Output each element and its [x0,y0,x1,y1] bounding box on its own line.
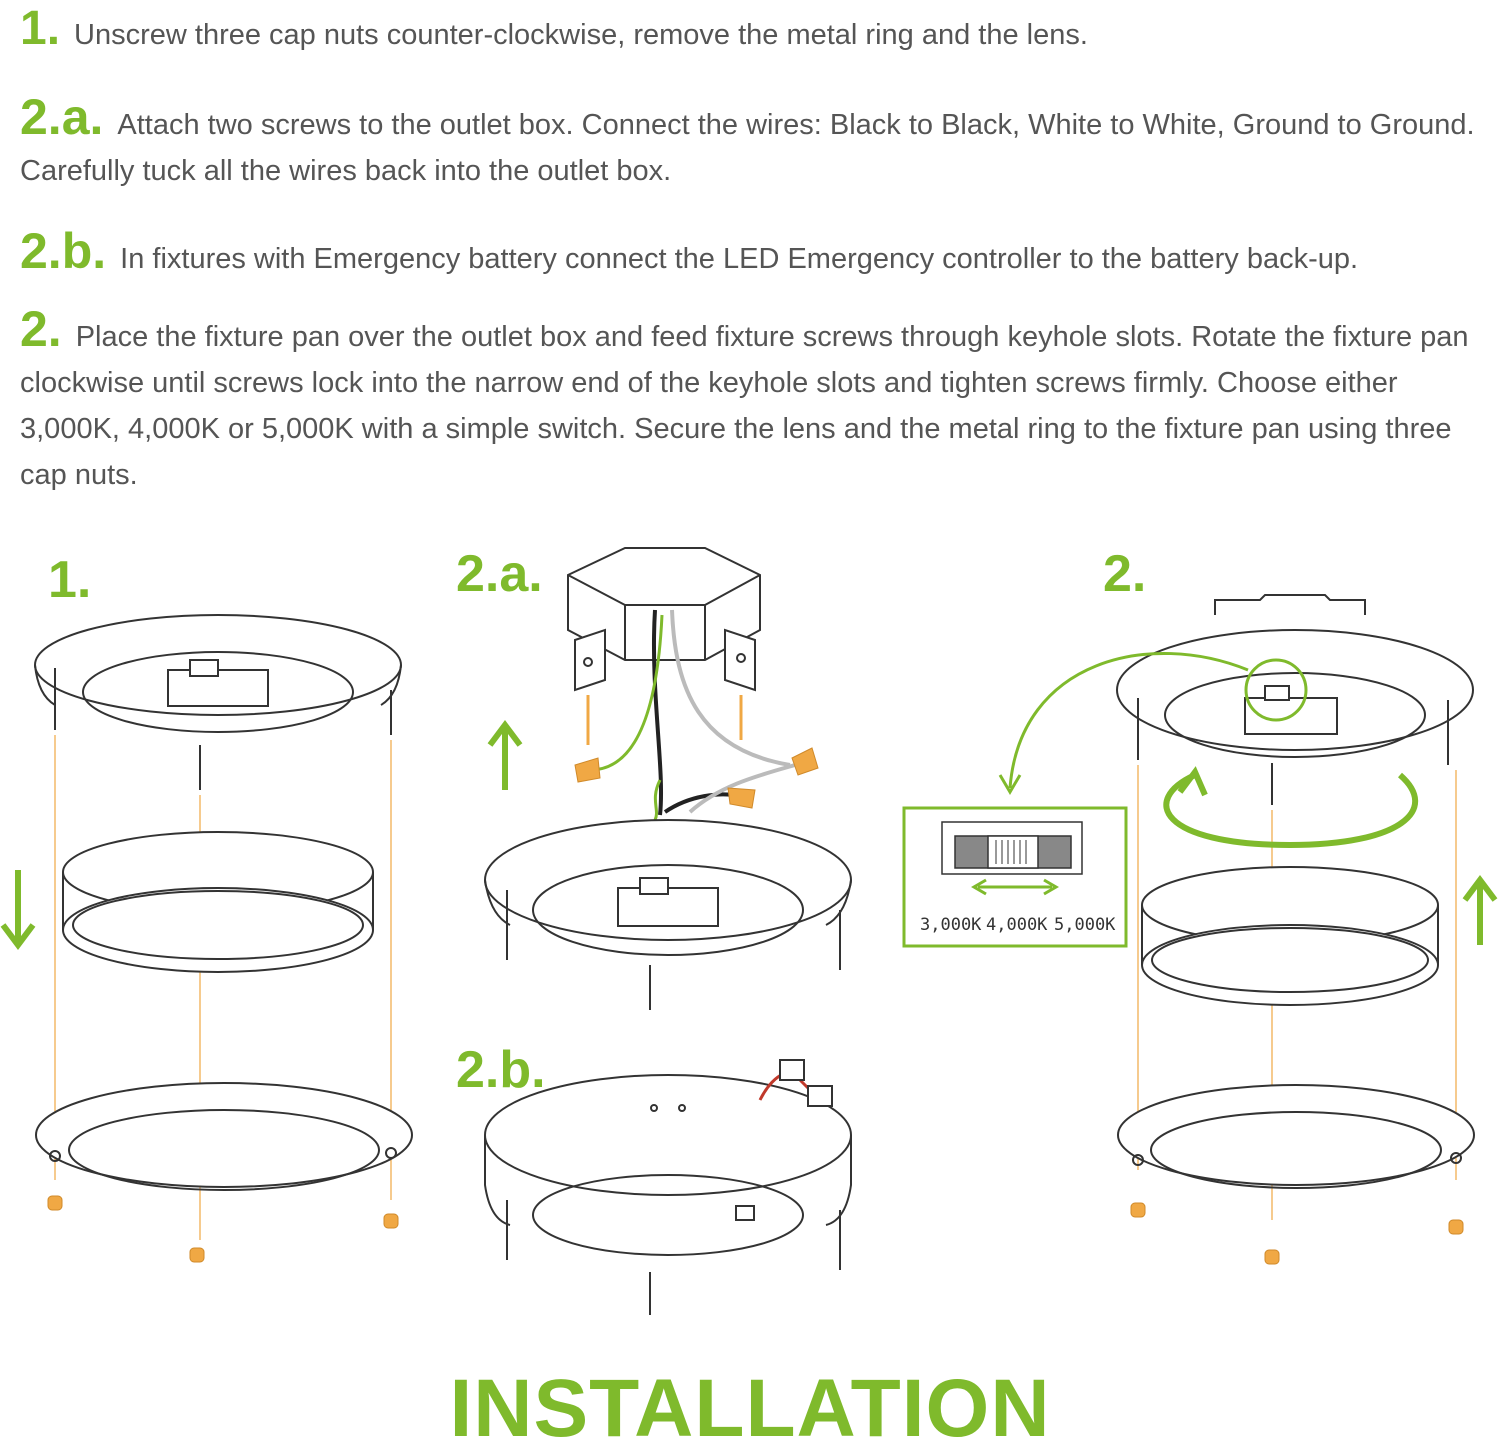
diagram-label-2: 2. [1103,545,1147,603]
step-text: Attach two screws to the outlet box. Con… [20,109,1475,187]
step-text: Unscrew three cap nuts counter-clockwise… [74,19,1088,51]
lens-2 [1141,866,1439,1006]
step-text: In fixtures with Emergency battery conne… [120,243,1359,275]
step-2a: 2.a.Attach two screws to the outlet box.… [20,92,1485,194]
rotate-arrow [1163,766,1419,849]
switch-option-3000k: 3,000K [920,915,982,935]
step-1: 1. Unscrew three cap nuts counter-clockwi… [20,5,1485,58]
wire-nuts [574,747,819,809]
fixture-pan-2a [484,819,852,1010]
diagram-svg: 3,000K 4,000K 5,000K [0,547,1498,1315]
diagram-label-2a: 2.a. [456,545,543,603]
diagram-label-2b: 2.b. [456,1041,546,1099]
up-arrow-2 [1462,875,1498,945]
step-number: 1. [20,2,61,55]
page-title: INSTALLATION [449,1363,1051,1454]
metal-ring-2 [1117,1084,1475,1189]
outlet-box [567,547,761,692]
step-2: 2.Place the fixture pan over the outlet … [20,304,1485,498]
switch-option-5000k: 5,000K [1054,915,1116,935]
step-2b: 2.b. In fixtures with Emergency battery c… [20,226,1485,282]
switch-option-4000k: 4,000K [986,915,1048,935]
outlet-box-2 [1214,594,1366,615]
fixture-pan-2 [1116,629,1474,805]
down-arrow-1 [0,870,36,950]
cap-nuts-1 [47,1195,399,1263]
diagram-label-1: 1. [48,551,92,609]
fixture-pan-1 [34,614,402,790]
metal-ring-1 [35,1082,413,1191]
black-wire [651,609,664,816]
ground-wire [589,614,664,821]
step-number: 2.a. [20,89,104,145]
switch-callout [998,652,1308,795]
cap-nuts-2 [1130,1202,1464,1265]
switch-inset [902,806,1128,948]
switch-labels: 3,000K 4,000K 5,000K [920,915,1116,935]
screws-2a [586,695,743,745]
step-text: Place the fixture pan over the outlet bo… [20,321,1469,491]
step-number: 2.b. [20,223,107,279]
lens-1 [62,831,374,973]
battery-connector [758,1059,833,1107]
fixture-pan-2b [484,1074,852,1315]
step-number: 2. [20,301,62,357]
installation-diagram: 1. 2.a. 2.b. 2. [0,520,1500,1340]
white-wire [670,609,791,767]
up-arrow-2a [487,720,523,790]
